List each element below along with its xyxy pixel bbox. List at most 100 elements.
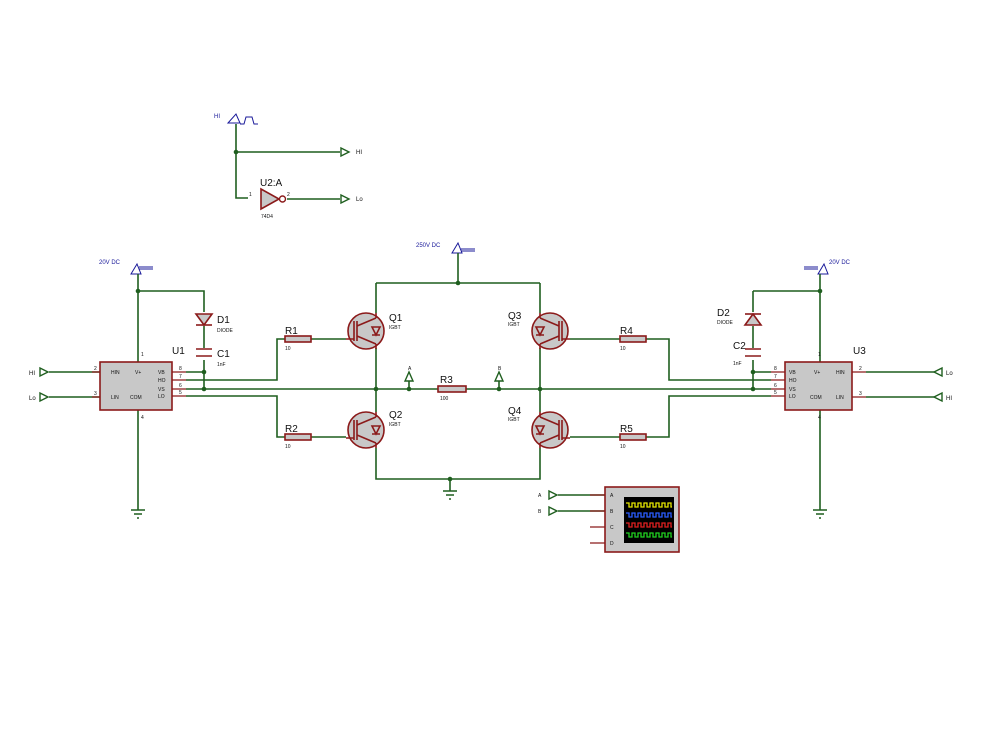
supply-right[interactable]: 20V DC (804, 260, 851, 275)
terminal-u3-lo-label: Lo (946, 371, 953, 377)
u3-num-1: 1 (818, 352, 821, 358)
u1-pin-vs: VS (158, 387, 165, 393)
scope-input-terminals[interactable]: A B (538, 489, 559, 517)
u3-num-7: 7 (774, 374, 777, 380)
c1-value: 1nF (217, 362, 226, 368)
c1-ref: C1 (217, 349, 230, 360)
u3-pin-hin: HIN (836, 370, 845, 376)
u3-num-5: 5 (774, 390, 777, 396)
r3-value: 100 (440, 396, 449, 402)
probe-b[interactable]: B (493, 366, 505, 389)
u1-num-8: 8 (179, 366, 182, 372)
igbt-q2[interactable]: Q2 IGBT (346, 410, 403, 449)
u1-num-5: 5 (179, 390, 182, 396)
terminal-top-lo-label: Lo (356, 197, 363, 203)
r2-ref: R2 (285, 424, 298, 435)
u3-ref: U3 (853, 346, 866, 357)
resistor-r5[interactable]: R5 10 (619, 424, 647, 450)
u1-num-4: 4 (141, 415, 144, 421)
terminal-u3-lo[interactable]: Lo (932, 366, 953, 378)
r3-ref: R3 (440, 375, 453, 386)
oscilloscope[interactable]: A B C D (590, 486, 680, 553)
capacitor-c1[interactable]: C1 1nF (196, 348, 230, 368)
terminal-top-hi[interactable]: HI (340, 146, 362, 158)
ground-left (131, 509, 145, 519)
supply-right-label: 20V DC (829, 260, 851, 266)
r4-value: 10 (620, 346, 626, 352)
q4-ref: Q4 (508, 406, 522, 417)
driver-u3[interactable]: U3 VB HO VS LO 8 7 6 5 V+ 1 COM 4 HIN LI… (771, 346, 866, 421)
c2-value: 1nF (733, 361, 742, 367)
resistor-r4[interactable]: R4 10 (619, 326, 647, 352)
inverter-u2a[interactable]: U2:A 74D4 1 2 (249, 178, 290, 220)
diode-d2[interactable]: D2 DIODE (717, 308, 763, 326)
d2-value: DIODE (717, 320, 734, 326)
terminal-u1-hi[interactable]: HI (29, 366, 50, 378)
scope-input-a-label: A (538, 493, 542, 499)
scope-input-b-label: B (538, 509, 542, 515)
terminal-u3-hi[interactable]: HI (932, 391, 952, 403)
scope-channel-b: B (610, 509, 614, 515)
supply-left[interactable]: 20V DC (99, 260, 153, 275)
probe-a-label: A (408, 366, 412, 372)
igbt-q3[interactable]: Q3 IGBT (508, 311, 570, 350)
ground-center (443, 490, 457, 500)
generator-label: HI (214, 114, 220, 120)
q2-ref: Q2 (389, 410, 403, 421)
u1-pin-com: COM (130, 395, 142, 401)
probe-a[interactable]: A (403, 366, 415, 389)
inverter-part: 74D4 (261, 214, 273, 220)
u3-pin-com: COM (810, 395, 822, 401)
top-wiring (233, 124, 340, 200)
u3-pin-vs: VS (789, 387, 796, 393)
r5-value: 10 (620, 444, 626, 450)
d2-ref: D2 (717, 308, 730, 319)
q2-value: IGBT (389, 422, 401, 428)
inverter-ref: U2:A (260, 178, 283, 189)
scope-channel-d: D (610, 541, 614, 547)
igbt-q4[interactable]: Q4 IGBT (508, 406, 570, 449)
u3-num-2: 2 (859, 366, 862, 372)
pulse-generator[interactable]: HI (214, 113, 258, 125)
q4-value: IGBT (508, 417, 520, 423)
u1-pin-hin: HIN (111, 370, 120, 376)
r1-ref: R1 (285, 326, 298, 337)
resistor-r2[interactable]: R2 10 (284, 424, 312, 450)
r2-value: 10 (285, 444, 291, 450)
u1-num-6: 6 (179, 383, 182, 389)
wiring (49, 253, 934, 512)
capacitor-c2[interactable]: C2 1nF (733, 341, 761, 367)
u1-num-3: 3 (94, 391, 97, 397)
scope-trace-A (626, 502, 672, 508)
terminal-top-hi-label: HI (356, 150, 362, 156)
c2-ref: C2 (733, 341, 746, 352)
probe-b-label: B (498, 366, 502, 372)
u1-num-1: 1 (141, 352, 144, 358)
supply-left-label: 20V DC (99, 260, 121, 266)
q3-value: IGBT (508, 322, 520, 328)
r4-ref: R4 (620, 326, 633, 337)
inverter-pin-out: 2 (287, 192, 290, 198)
u1-ref: U1 (172, 346, 185, 357)
scope-trace-D (626, 532, 672, 538)
u1-pin-vplus: V+ (135, 370, 141, 376)
terminal-top-lo[interactable]: Lo (340, 193, 363, 205)
u3-num-3: 3 (859, 391, 862, 397)
terminal-u1-lo[interactable]: Lo (29, 391, 50, 403)
u1-num-7: 7 (179, 374, 182, 380)
supply-center[interactable]: 250V DC (416, 241, 475, 254)
driver-u1[interactable]: U1 HIN LIN 2 3 V+ 1 COM 4 VB HO VS LO 8 … (92, 346, 186, 421)
resistor-r1[interactable]: R1 10 (284, 326, 312, 352)
u3-num-4: 4 (818, 415, 821, 421)
resistor-r3[interactable]: R3 100 (437, 375, 467, 402)
inverter-pin-in: 1 (249, 192, 252, 198)
diode-d1[interactable]: D1 DIODE (194, 313, 234, 334)
scope-channel-c: C (610, 525, 614, 531)
u3-pin-lo: LO (789, 394, 796, 400)
u3-pin-lin: LIN (836, 395, 844, 401)
igbt-q1[interactable]: Q1 IGBT (346, 312, 403, 350)
scope-traces (626, 502, 672, 538)
terminal-u1-lo-label: Lo (29, 396, 36, 402)
supply-center-label: 250V DC (416, 243, 441, 249)
